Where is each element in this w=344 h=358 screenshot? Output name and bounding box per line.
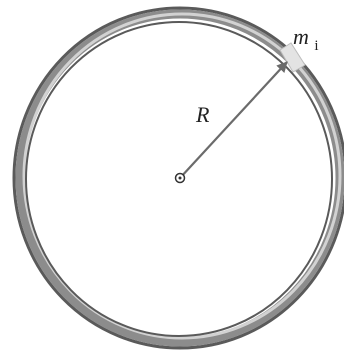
ring [12, 6, 344, 350]
center-point [174, 172, 186, 184]
mass-label-subscript: i [314, 38, 318, 54]
mass-label-main: m [293, 24, 309, 49]
radius-label: R [195, 102, 210, 127]
ring-inner-edge [25, 21, 333, 337]
ring-highlight [22, 12, 342, 340]
ring-outer-edge [12, 6, 344, 350]
mass-element-segment [279, 42, 306, 73]
radius-arrow [179, 61, 288, 179]
mass-label: m i [293, 24, 319, 54]
